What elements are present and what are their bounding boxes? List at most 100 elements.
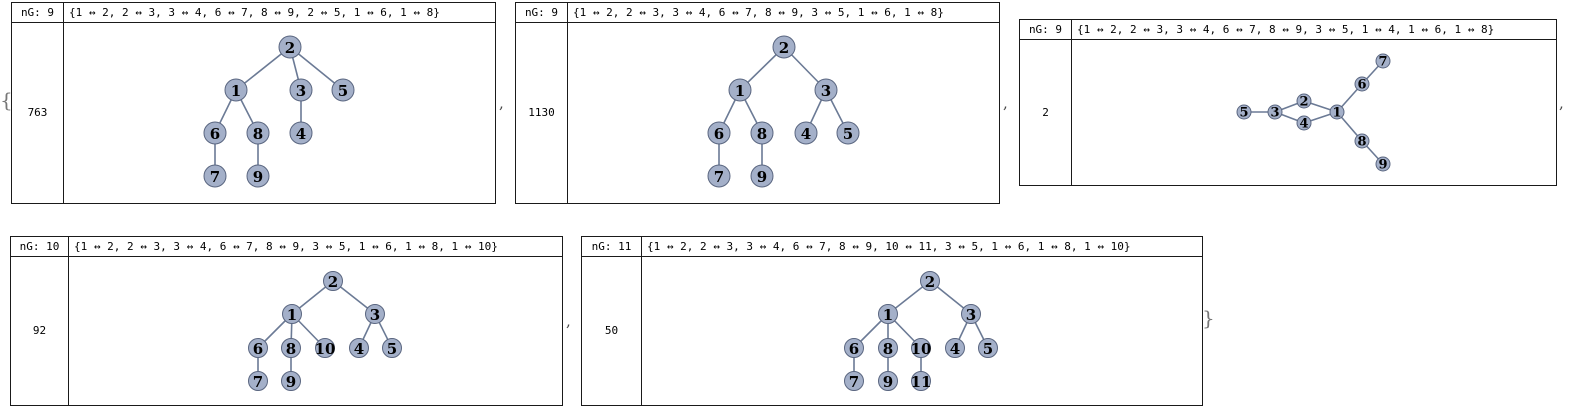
node-label: 8 [253,125,263,143]
graph-node-6: 6 [1354,76,1370,93]
graph-node-1: 1 [878,304,898,324]
graph-node-10: 10 [315,338,335,358]
node-label: 1 [883,306,893,324]
node-circle [1296,115,1312,131]
node-label: 3 [370,306,380,324]
graph-node-8: 8 [246,121,270,145]
edge-list: {1 ↔ 2, 2 ↔ 3, 3 ↔ 4, 6 ↔ 7, 8 ↔ 9, 3 ↔ … [74,240,498,253]
node-label: 9 [1378,158,1387,173]
graph-node-4: 4 [349,338,369,358]
graph-node-7: 7 [248,371,268,391]
close-brace: } [1202,306,1215,330]
node-circle [248,371,268,391]
node-label: 2 [925,273,935,291]
ng-label: nG: 10 [11,237,69,256]
card-header: nG: 11 {1 ↔ 2, 2 ↔ 3, 3 ↔ 4, 6 ↔ 7, 8 ↔ … [582,237,1202,257]
node-label: 1 [1332,106,1341,121]
node-circle [750,121,774,145]
graph-node-1: 1 [224,78,248,102]
node-label: 8 [286,340,296,358]
separator: , [499,94,504,112]
graph-node-6: 6 [248,338,268,358]
node-circle [707,121,731,145]
node-circle [945,338,965,358]
node-label: 3 [296,82,306,100]
graph-card-3: nG: 9 {1 ↔ 2, 2 ↔ 3, 3 ↔ 4, 6 ↔ 7, 8 ↔ 9… [1019,19,1557,186]
node-circle [281,371,301,391]
graph-node-4: 4 [945,338,965,358]
node-label: 6 [714,125,724,143]
node-circle [878,338,898,358]
node-circle [1329,104,1345,120]
node-circle [315,338,335,358]
graph-card-2: nG: 9 {1 ↔ 2, 2 ↔ 3, 3 ↔ 4, 6 ↔ 7, 8 ↔ 9… [515,2,1000,204]
ng-label: nG: 9 [1020,20,1072,39]
graph-node-8: 8 [281,338,301,358]
separator: , [1003,94,1008,112]
node-circle [382,338,402,358]
graph-node-9: 9 [878,371,898,391]
node-label: 5 [338,82,348,100]
node-label: 7 [253,373,263,391]
count-cell: 763 [12,22,64,203]
node-circle [331,78,355,102]
graph-card-1: nG: 9 {1 ↔ 2, 2 ↔ 3, 3 ↔ 4, 6 ↔ 7, 8 ↔ 9… [11,2,496,204]
node-circle [1296,93,1312,109]
node-label: 3 [1270,106,1279,121]
graph-card-5: nG: 11 {1 ↔ 2, 2 ↔ 3, 3 ↔ 4, 6 ↔ 7, 8 ↔ … [581,236,1203,406]
node-circle [750,164,774,188]
node-label: 4 [354,340,364,358]
node-label: 5 [843,125,853,143]
node-label: 3 [821,82,831,100]
ng-label: nG: 9 [516,3,568,22]
graph-node-5: 5 [382,338,402,358]
node-label: 9 [253,168,263,186]
graph-node-3: 3 [365,304,385,324]
node-circle [365,304,385,324]
node-label: 1 [735,82,745,100]
node-circle [1354,133,1370,149]
node-label: 6 [210,125,220,143]
node-label: 6 [849,340,859,358]
graph-node-7: 7 [844,371,864,391]
graph-node-3: 3 [1267,104,1283,121]
graph-node-7: 7 [203,164,227,188]
ng-label: nG: 11 [582,237,642,256]
count-cell: 1130 [516,22,568,203]
ng-label: nG: 9 [12,3,64,22]
node-label: 2 [1299,95,1308,110]
graph-node-7: 7 [707,164,731,188]
node-label: 7 [1378,55,1387,70]
graph-node-9: 9 [281,371,301,391]
edge-list: {1 ↔ 2, 2 ↔ 3, 3 ↔ 4, 6 ↔ 7, 8 ↔ 9, 10 ↔… [647,240,1131,253]
node-label: 5 [387,340,397,358]
node-label: 7 [714,168,724,186]
node-label: 8 [1357,135,1366,150]
node-label: 7 [849,373,859,391]
node-circle [814,78,838,102]
graph-node-5: 5 [836,121,860,145]
node-circle [911,371,931,391]
node-circle [878,304,898,324]
graph-node-9: 9 [246,164,270,188]
node-label: 2 [328,273,338,291]
graph-node-5: 5 [331,78,355,102]
node-circle [203,164,227,188]
graph-node-3: 3 [961,304,981,324]
node-circle [836,121,860,145]
edge-list: {1 ↔ 2, 2 ↔ 3, 3 ↔ 4, 6 ↔ 7, 8 ↔ 9, 2 ↔ … [69,6,440,19]
node-circle [323,271,343,291]
node-label: 7 [210,168,220,186]
graph-node-9: 9 [1375,156,1391,173]
card-header: nG: 9 {1 ↔ 2, 2 ↔ 3, 3 ↔ 4, 6 ↔ 7, 8 ↔ 9… [12,3,495,23]
node-circle [1375,53,1391,69]
node-label: 4 [296,125,306,143]
card-header: nG: 9 {1 ↔ 2, 2 ↔ 3, 3 ↔ 4, 6 ↔ 7, 8 ↔ 9… [516,3,999,23]
graph-card-4: nG: 10 {1 ↔ 2, 2 ↔ 3, 3 ↔ 4, 6 ↔ 7, 8 ↔ … [10,236,563,406]
node-circle [289,78,313,102]
